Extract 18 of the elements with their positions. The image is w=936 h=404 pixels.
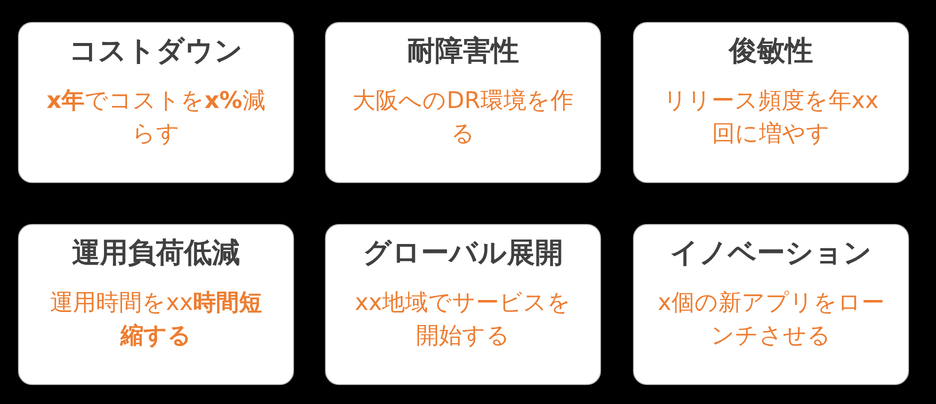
card-heading: コストダウン bbox=[69, 33, 243, 69]
goal-card bbox=[18, 224, 294, 385]
goal-card bbox=[325, 224, 601, 385]
card-body-text: 大阪へのDR環境を作る bbox=[352, 87, 574, 149]
goal-card bbox=[18, 22, 294, 183]
goal-card bbox=[633, 22, 909, 183]
card-body-text: x年でコストをx%減らす bbox=[46, 87, 266, 149]
goal-card bbox=[325, 22, 601, 183]
card-heading: イノベーション bbox=[670, 235, 872, 271]
goal-card bbox=[633, 224, 909, 385]
card-body-text: x個の新アプリをローンチさせる bbox=[656, 289, 886, 351]
card-heading: グローバル展開 bbox=[363, 235, 563, 271]
card-body-text: リリース頻度を年xx回に増やす bbox=[662, 87, 880, 149]
card-heading: 耐障害性 bbox=[407, 33, 519, 69]
card-heading: 運用負荷低減 bbox=[72, 235, 240, 271]
card-heading: 俊敏性 bbox=[729, 33, 813, 69]
card-body-text: 運用時間をxx時間短縮する bbox=[48, 289, 264, 351]
card-body-text: xx地域でサービスを開始する bbox=[354, 289, 572, 351]
